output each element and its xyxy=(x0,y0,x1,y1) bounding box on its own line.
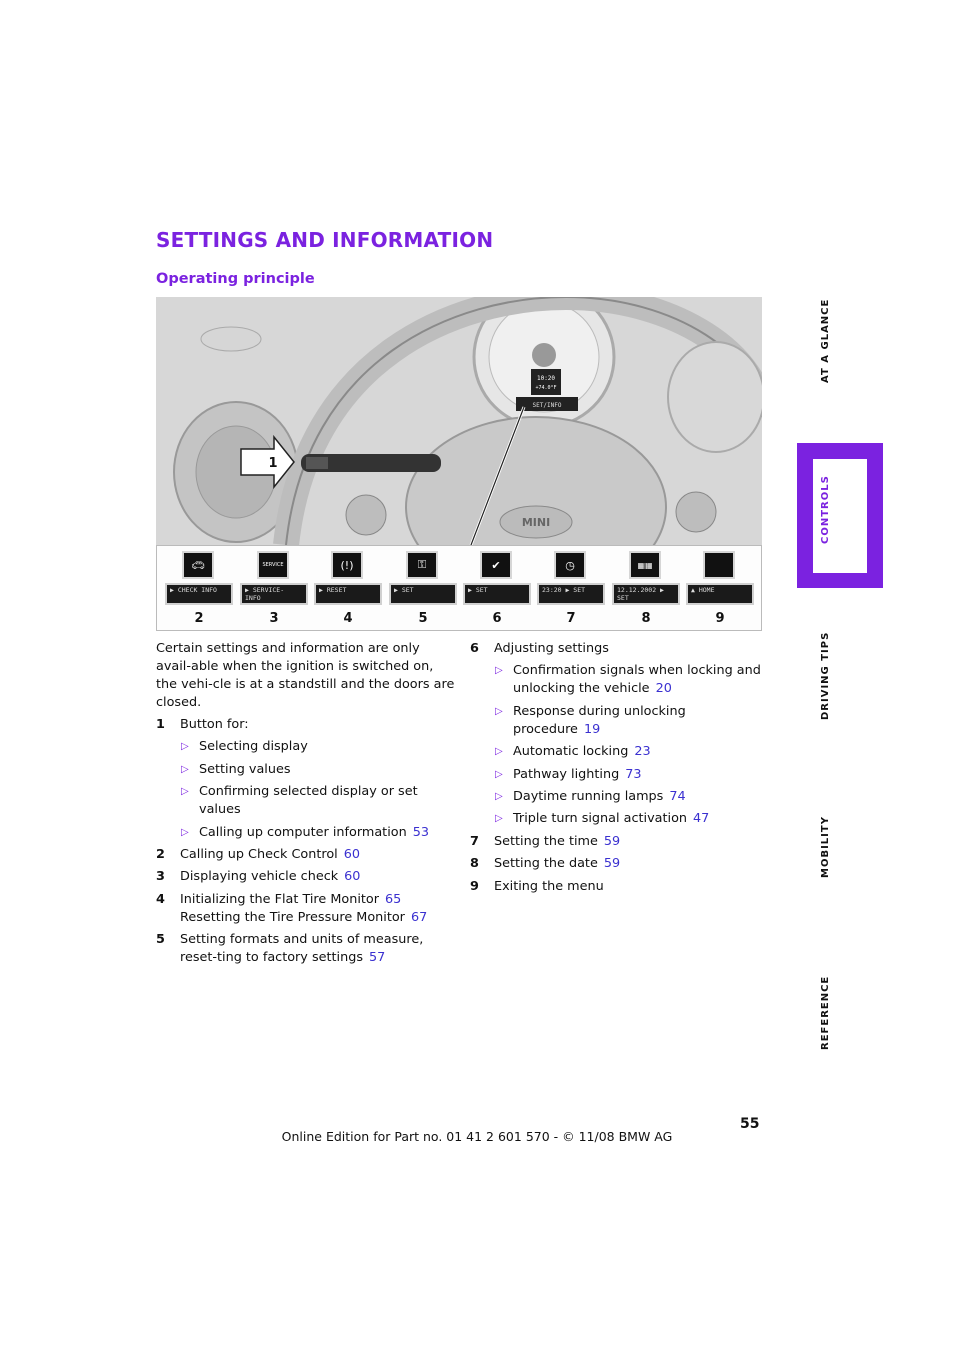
sub-item: ▷Confirming selected display or set valu… xyxy=(181,784,418,818)
panel-8: ▦▦ 12.12.2002 ▶ SET 8 xyxy=(612,551,680,629)
panel-lcd: ▶ SET xyxy=(389,583,457,605)
clock-icon: ◷ xyxy=(554,551,586,579)
list-item: 9 Exiting the menu xyxy=(470,878,604,894)
home-icon xyxy=(703,551,735,579)
display-panel-strip: 🚗︎ ▶ CHECK INFO 2 SERVICE ▶ SERVICE- INF… xyxy=(156,545,762,631)
page-title: SETTINGS AND INFORMATION xyxy=(156,228,494,252)
panel-lcd: 12.12.2002 ▶ SET xyxy=(612,583,680,605)
sidebar-tab-at-a-glance[interactable]: AT A GLANCE xyxy=(820,298,831,383)
page-number: 55 xyxy=(740,1116,760,1132)
page-ref-link[interactable]: 23 xyxy=(634,744,651,760)
svg-text:MINI: MINI xyxy=(522,516,550,529)
panel-number: 6 xyxy=(492,611,502,626)
page-ref-link[interactable]: 60 xyxy=(343,846,361,862)
callout-1: 1 xyxy=(268,456,277,471)
intro-paragraph: Certain settings and information are onl… xyxy=(156,641,455,710)
sub-item: ▷Confirmation signals when locking and u… xyxy=(495,663,761,697)
page-ref-link[interactable]: 59 xyxy=(603,856,621,872)
clock-temp: +74.0°F xyxy=(535,385,556,391)
sidebar-tab-driving-tips[interactable]: DRIVING TIPS xyxy=(820,631,831,720)
sidebar-tab-mobility[interactable]: MOBILITY xyxy=(820,816,831,878)
panel-6: ✔ ▶ SET 6 xyxy=(463,551,531,629)
sub-item: ▷Selecting display xyxy=(181,739,308,755)
panel-3: SERVICE ▶ SERVICE- INFO 3 xyxy=(240,551,308,629)
service-car-icon: SERVICE xyxy=(257,551,289,579)
triangle-bullet-icon: ▷ xyxy=(495,813,503,825)
panel-4: (!) ▶ RESET 4 xyxy=(314,551,382,629)
panel-5: ⚿ ▶ SET 5 xyxy=(389,551,457,629)
page-ref-link[interactable]: 19 xyxy=(583,721,601,737)
triangle-bullet-icon: ▷ xyxy=(181,786,189,798)
panel-number: 7 xyxy=(566,611,576,626)
tire-warning-icon: (!) xyxy=(331,551,363,579)
car-icon: 🚗︎ xyxy=(182,551,214,579)
panel-2: 🚗︎ ▶ CHECK INFO 2 xyxy=(165,551,233,629)
key-settings-icon: ⚿ xyxy=(406,551,438,579)
triangle-bullet-icon: ▷ xyxy=(495,790,503,802)
sidebar-tab-controls[interactable]: CONTROLS xyxy=(820,475,831,544)
list-item: 1 Button for: xyxy=(156,717,249,732)
list-item: 6 Adjusting settings xyxy=(470,641,609,656)
panel-number: 9 xyxy=(715,611,725,626)
clock-time: 10:20 xyxy=(537,375,555,382)
section-subtitle: Operating principle xyxy=(156,271,315,287)
page-ref-link[interactable]: 60 xyxy=(344,869,361,885)
left-column: Certain settings and information are onl… xyxy=(156,640,456,972)
panel-lcd: ▶ RESET xyxy=(314,583,382,605)
cluster-display-text: SET/INFO xyxy=(533,402,562,409)
panel-lcd: ▶ SERVICE- INFO xyxy=(240,583,308,605)
sidebar-active-tab-inner xyxy=(813,459,867,573)
panel-7: ◷ 23:20 ▶ SET 7 xyxy=(537,551,605,629)
panel-lcd: ▶ CHECK INFO xyxy=(165,583,233,605)
triangle-bullet-icon: ▷ xyxy=(495,665,503,677)
right-column: 6 Adjusting settings ▷Confirmation signa… xyxy=(470,640,770,900)
sidebar-tab-reference[interactable]: REFERENCE xyxy=(820,975,831,1050)
page-ref-link[interactable]: 53 xyxy=(412,824,429,840)
page-ref-link[interactable]: 47 xyxy=(693,811,710,827)
sub-item: ▷Setting values xyxy=(181,761,291,777)
triangle-bullet-icon: ▷ xyxy=(181,826,189,838)
triangle-bullet-icon: ▷ xyxy=(181,741,189,753)
panel-lcd: ▶ SET xyxy=(463,583,531,605)
dashboard-illustration: 10:20 +74.0°F SET/INFO MINI 1 xyxy=(156,283,775,598)
list-item: 5 Setting formats and units of measure, … xyxy=(156,932,424,966)
panel-number: 2 xyxy=(194,611,204,626)
triangle-bullet-icon: ▷ xyxy=(495,768,503,780)
dashboard-drawing: 10:20 +74.0°F SET/INFO MINI 1 xyxy=(156,283,775,598)
panel-number: 8 xyxy=(641,611,651,626)
page-ref-link[interactable]: 20 xyxy=(655,681,672,697)
page-ref-link[interactable]: 74 xyxy=(669,788,686,804)
triangle-bullet-icon: ▷ xyxy=(495,705,503,717)
triangle-bullet-icon: ▷ xyxy=(181,763,189,775)
page-ref-link[interactable]: 67 xyxy=(410,909,428,925)
panel-number: 5 xyxy=(418,611,428,626)
calendar-icon: ▦▦ xyxy=(629,551,661,579)
page-ref-link[interactable]: 57 xyxy=(368,950,386,966)
panel-number: 4 xyxy=(343,611,353,626)
panel-number: 3 xyxy=(269,611,279,626)
panel-lcd: ▲ HOME xyxy=(686,583,754,605)
page-ref-link[interactable]: 59 xyxy=(603,833,621,849)
triangle-bullet-icon: ▷ xyxy=(495,746,503,758)
page-ref-link[interactable]: 65 xyxy=(385,891,402,907)
key-check-icon: ✔ xyxy=(480,551,512,579)
footer-text: Online Edition for Part no. 01 41 2 601 … xyxy=(281,1129,673,1144)
panel-9: ▲ HOME 9 xyxy=(686,551,754,629)
panel-lcd: 23:20 ▶ SET xyxy=(537,583,605,605)
page-ref-link[interactable]: 73 xyxy=(625,766,642,782)
